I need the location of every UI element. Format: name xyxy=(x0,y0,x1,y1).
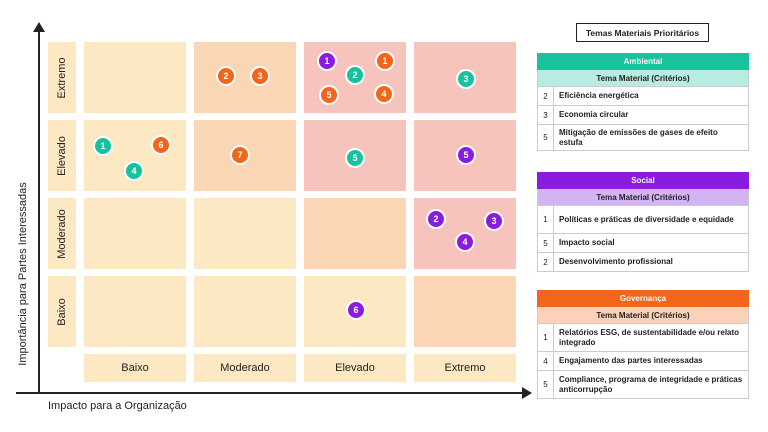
y-axis-title: Importância para Partes Interessadas xyxy=(17,182,29,366)
row-text: Economia circular xyxy=(559,110,629,119)
column-label-elevado: Elevado xyxy=(304,354,406,382)
row-text: Políticas e práticas de diversidade e eq… xyxy=(559,214,734,224)
table-ambiental: Ambiental Tema Material (Critérios) 2 Ef… xyxy=(537,53,749,151)
matrix-dot: 3 xyxy=(456,69,476,89)
matrix-dot: 4 xyxy=(374,84,394,104)
matrix-dot: 2 xyxy=(216,66,236,86)
row-label-moderado: Moderado xyxy=(48,198,76,269)
matrix-cell xyxy=(304,198,406,269)
y-axis-line xyxy=(38,30,40,394)
row-number: 2 xyxy=(538,253,554,271)
column-label-baixo: Baixo xyxy=(84,354,186,382)
column-label-moderado: Moderado xyxy=(194,354,296,382)
matrix-cell xyxy=(194,276,296,347)
table-subheader: Tema Material (Critérios) xyxy=(537,189,749,206)
table-row: 5 Compliance, programa de integridade e … xyxy=(537,371,749,399)
matrix-dot: 5 xyxy=(319,85,339,105)
x-axis-title: Impacto para a Organização xyxy=(48,400,187,412)
table-row: 1 Relatórios ESG, de sustentabilidade e/… xyxy=(537,324,749,352)
matrix-cell xyxy=(194,42,296,113)
row-number: 2 xyxy=(538,87,554,105)
matrix-dot: 2 xyxy=(345,65,365,85)
table-subheader: Tema Material (Critérios) xyxy=(537,70,749,87)
matrix-dot: 4 xyxy=(124,161,144,181)
table-header-social: Social xyxy=(537,172,749,189)
matrix-dot: 6 xyxy=(346,300,366,320)
matrix-dot: 4 xyxy=(455,232,475,252)
table-row: 5 Mitigação de emissões de gases de efei… xyxy=(537,125,749,151)
row-number: 1 xyxy=(538,206,554,233)
matrix-dot: 1 xyxy=(375,51,395,71)
matrix-dot: 6 xyxy=(151,135,171,155)
x-axis-line xyxy=(16,392,524,394)
matrix-dot: 1 xyxy=(317,51,337,71)
matrix-cell xyxy=(84,42,186,113)
matrix-cell xyxy=(84,276,186,347)
table-social: Social Tema Material (Critérios) 1 Polít… xyxy=(537,172,749,272)
table-row: 3 Economia circular xyxy=(537,106,749,125)
row-number: 4 xyxy=(538,352,554,370)
legend-title: Temas Materiais Prioritários xyxy=(576,23,709,42)
table-governanca: Governança Tema Material (Critérios) 1 R… xyxy=(537,290,749,399)
matrix-cell xyxy=(414,276,516,347)
table-row: 1 Políticas e práticas de diversidade e … xyxy=(537,206,749,234)
matrix-dot: 1 xyxy=(93,136,113,156)
matrix-dot: 5 xyxy=(456,145,476,165)
matrix-dot: 5 xyxy=(345,148,365,168)
row-number: 5 xyxy=(538,371,554,398)
row-text: Compliance, programa de integridade e pr… xyxy=(559,374,743,394)
table-row: 4 Engajamento das partes interessadas xyxy=(537,352,749,371)
table-subheader: Tema Material (Critérios) xyxy=(537,307,749,324)
row-text: Eficiência energética xyxy=(559,91,639,100)
row-text: Relatórios ESG, de sustentabilidade e/ou… xyxy=(559,327,740,347)
table-row: 5 Impacto social xyxy=(537,234,749,253)
y-axis-arrow-icon xyxy=(33,22,45,32)
row-number: 1 xyxy=(538,324,554,351)
table-header-governanca: Governança xyxy=(537,290,749,307)
row-number: 5 xyxy=(538,125,554,150)
row-number: 5 xyxy=(538,234,554,252)
row-text: Desenvolvimento profissional xyxy=(559,257,673,266)
row-number: 3 xyxy=(538,106,554,124)
matrix-dot: 3 xyxy=(250,66,270,86)
row-text: Engajamento das partes interessadas xyxy=(559,356,703,365)
row-text: Mitigação de emissões de gases de efeito… xyxy=(559,127,718,147)
row-label-baixo: Baixo xyxy=(48,276,76,347)
column-label-extremo: Extremo xyxy=(414,354,516,382)
matrix-dot: 7 xyxy=(230,145,250,165)
matrix-cell xyxy=(194,198,296,269)
x-axis-arrow-icon xyxy=(522,387,532,399)
matrix-cell xyxy=(84,198,186,269)
matrix-dot: 3 xyxy=(484,211,504,231)
row-label-extremo: Extremo xyxy=(48,42,76,113)
matrix-dot: 2 xyxy=(426,209,446,229)
table-header-ambiental: Ambiental xyxy=(537,53,749,70)
table-row: 2 Eficiência energética xyxy=(537,87,749,106)
row-label-elevado: Elevado xyxy=(48,120,76,191)
table-row: 2 Desenvolvimento profissional xyxy=(537,253,749,272)
row-text: Impacto social xyxy=(559,238,615,247)
